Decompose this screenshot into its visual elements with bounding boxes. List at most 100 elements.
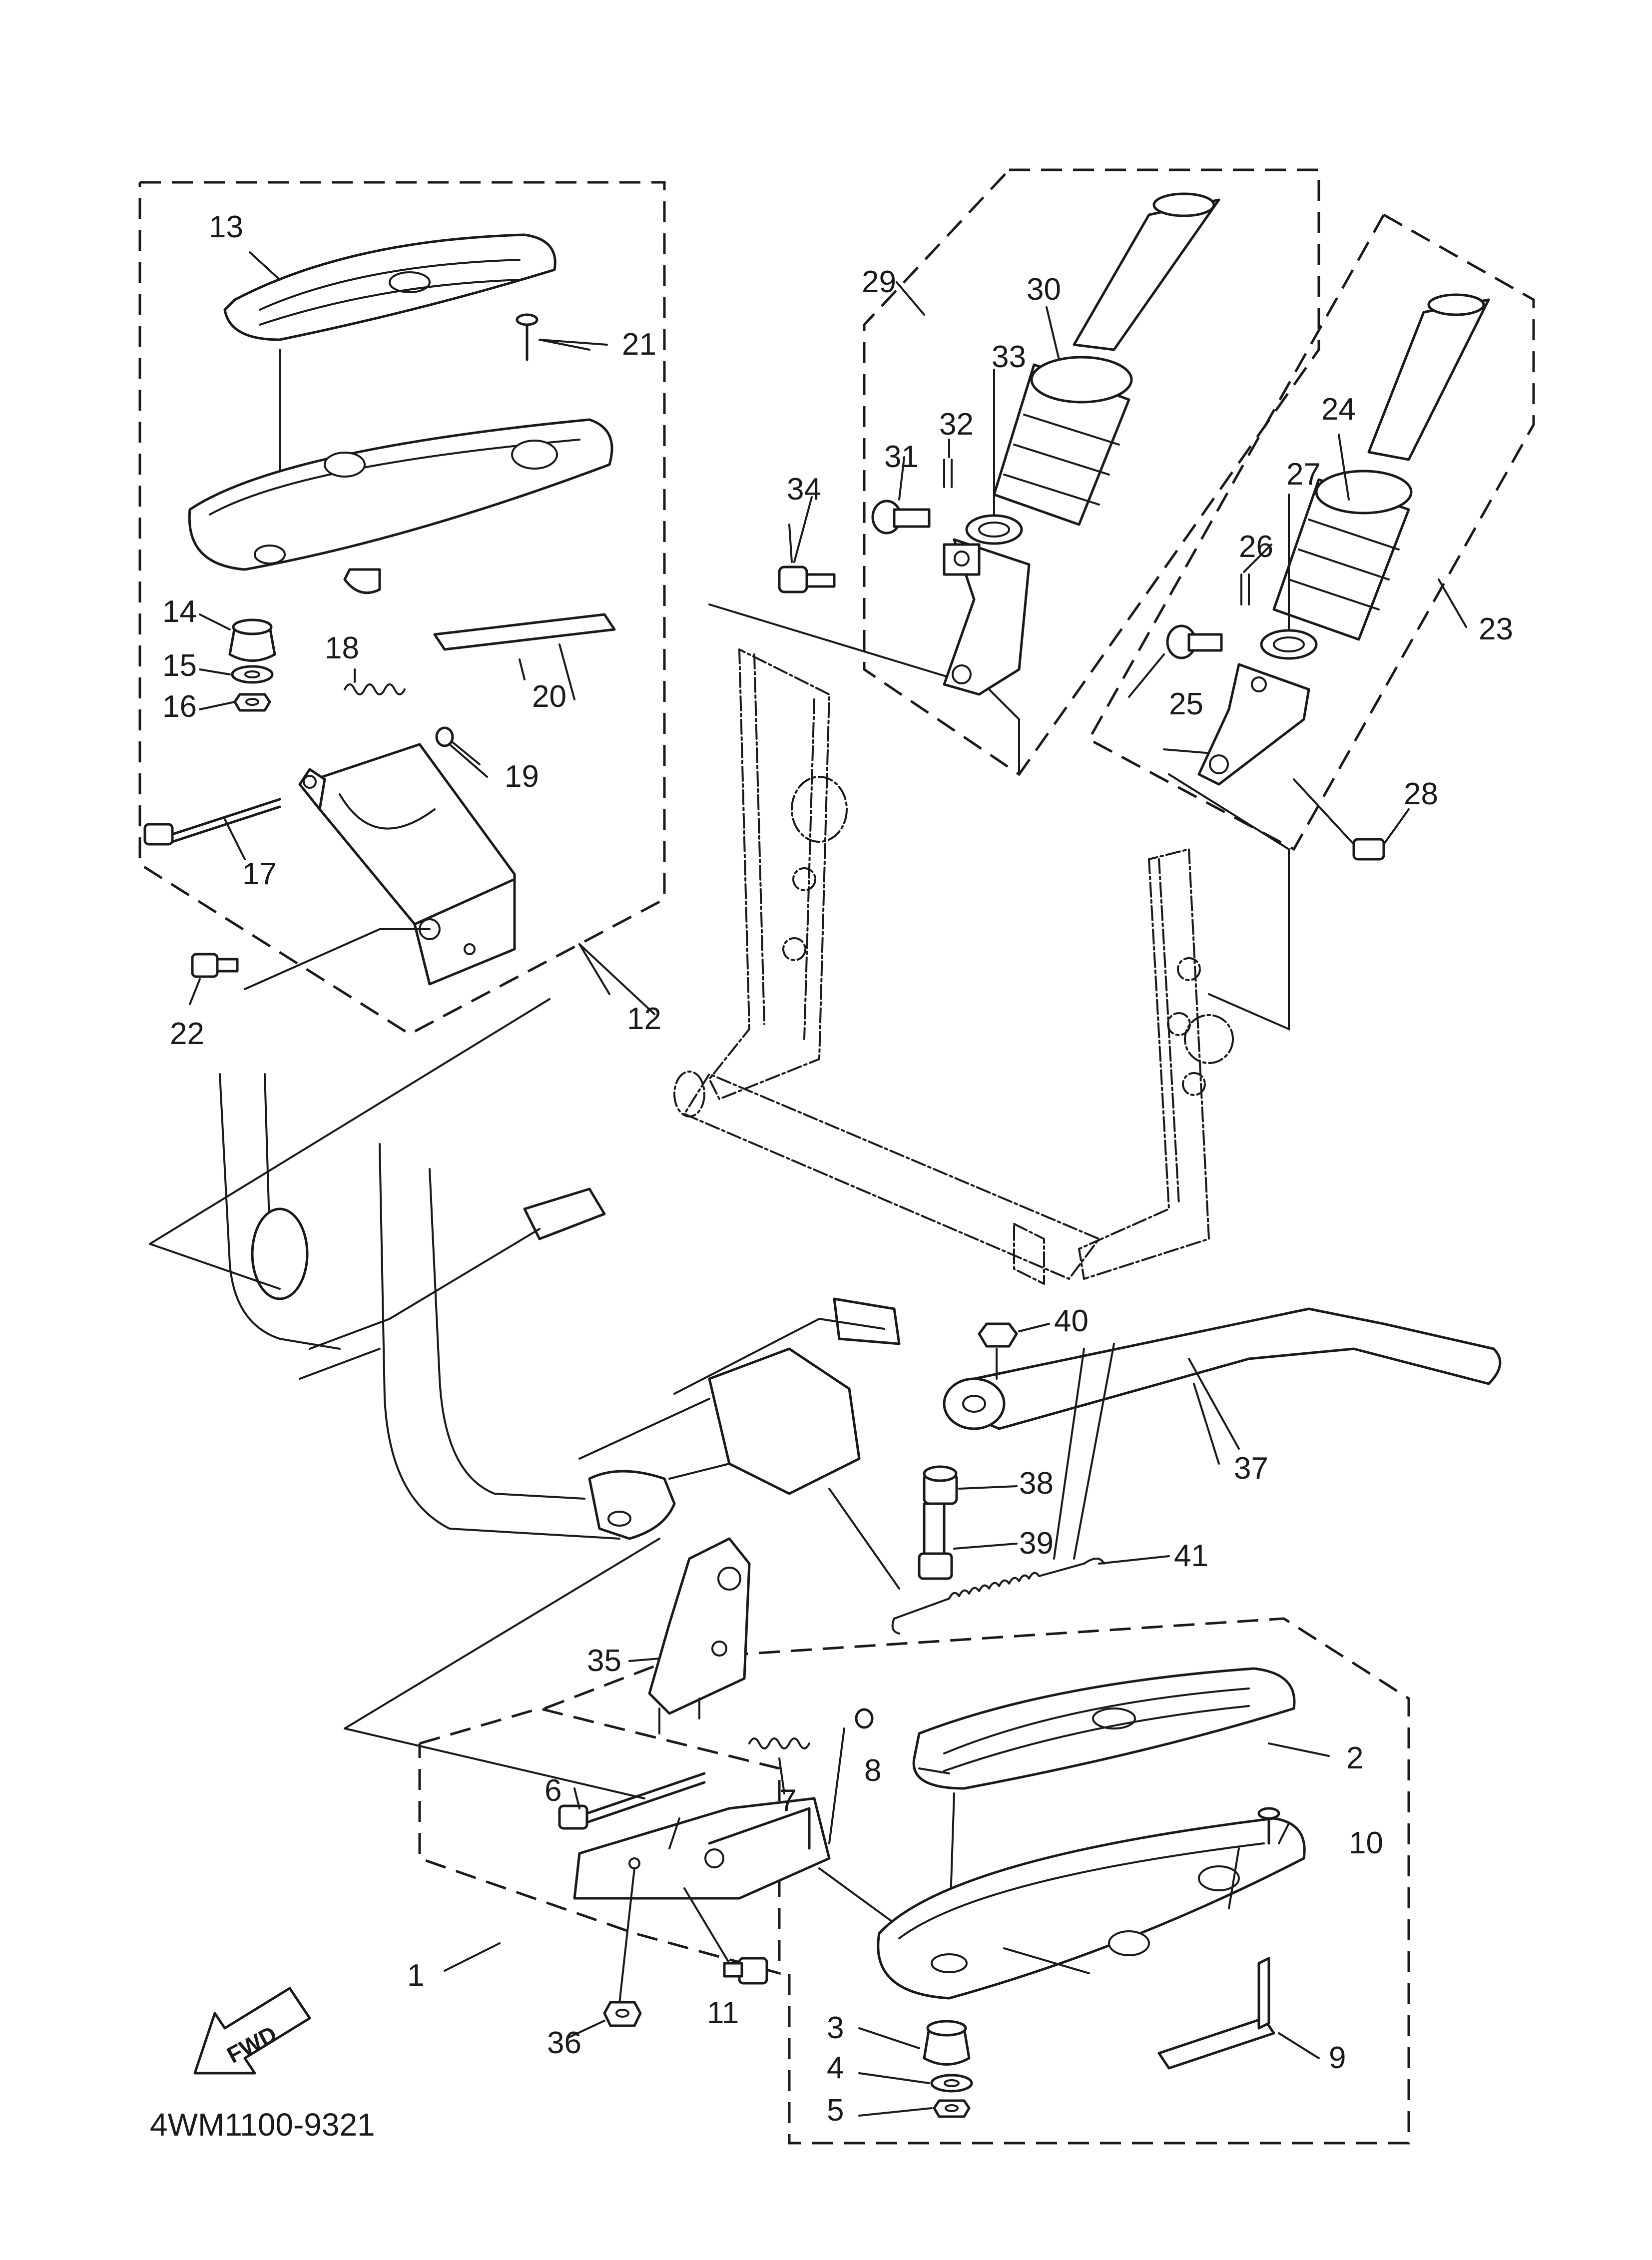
callout-leader-line <box>858 2107 933 2117</box>
callout-12: 12 <box>627 1002 661 1036</box>
bolt-6 <box>558 1772 706 1830</box>
nut-36 <box>603 2001 642 2027</box>
callout-37: 37 <box>1234 1451 1268 1486</box>
footrest-peg-30 <box>993 192 1220 526</box>
bolt-34 <box>778 524 836 593</box>
callout-30: 30 <box>1027 272 1061 307</box>
callout-leader-line <box>539 339 608 346</box>
washer-15 <box>231 665 274 684</box>
callout-27: 27 <box>1286 457 1321 492</box>
spring-7 <box>748 1737 810 1749</box>
callout-leader-line <box>918 1767 950 1774</box>
washer-4 <box>930 2074 973 2093</box>
callout-3: 3 <box>827 2011 844 2045</box>
bolt-22 <box>189 928 431 1005</box>
footboard-base <box>877 1817 1306 2000</box>
callout-leader-line <box>958 1485 1018 1490</box>
damper-14 <box>228 618 276 662</box>
callout-leader-line <box>778 1757 785 1794</box>
footboard-cover-13 <box>223 233 556 561</box>
plate-20 <box>433 613 616 680</box>
bushing-33 <box>965 369 1023 545</box>
callout-4: 4 <box>827 2051 844 2085</box>
callout-5: 5 <box>827 2093 844 2128</box>
callout-21: 21 <box>622 327 656 362</box>
callout-8: 8 <box>864 1753 881 1788</box>
callout-35: 35 <box>587 1644 621 1678</box>
callout-28: 28 <box>1404 777 1438 811</box>
callout-leader-line <box>578 943 655 1015</box>
screw-10 <box>1257 1807 1280 1845</box>
pin-31 <box>871 500 931 535</box>
bushing-27 <box>1260 494 1318 660</box>
callout-13: 13 <box>209 210 243 244</box>
bracket-23 <box>1197 663 1310 786</box>
callout-20: 20 <box>532 679 566 714</box>
callout-31: 31 <box>884 440 919 474</box>
sidestand-37 <box>943 1307 1502 1560</box>
callout-33: 33 <box>992 340 1026 374</box>
footboard-14-base <box>188 418 613 594</box>
callout-29: 29 <box>862 265 896 299</box>
diagram-id-label: 4WM1100-9321 <box>150 2107 375 2143</box>
cotter-pin-32 <box>943 439 953 488</box>
callout-25: 25 <box>1169 687 1203 721</box>
callout-leader-line <box>1193 1383 1220 1465</box>
callout-9: 9 <box>1329 2041 1346 2075</box>
group-box-12 <box>138 181 666 1036</box>
callout-leader-line <box>628 1658 660 1662</box>
callout-leader-line <box>199 613 231 630</box>
callout-19: 19 <box>505 759 539 794</box>
callout-36: 36 <box>547 2026 581 2060</box>
nut-40 <box>978 1322 1018 1380</box>
bolt-28 <box>1293 778 1410 861</box>
callout-leader-line <box>249 251 281 281</box>
frame-leaders <box>149 603 1290 1799</box>
callout-leader-line <box>1128 653 1165 698</box>
callout-34: 34 <box>787 472 821 507</box>
cotter-pin-26 <box>1240 573 1250 605</box>
footrest-peg-24 <box>1272 293 1490 641</box>
callout-leader-line <box>558 643 575 700</box>
plate-9 <box>1157 1957 1275 2070</box>
callout-18: 18 <box>325 631 359 665</box>
callout-leader-line <box>896 281 925 316</box>
callout-leader-line <box>1098 1555 1170 1565</box>
nut-16 <box>233 693 271 712</box>
pin-25 <box>1166 624 1223 659</box>
callout-leader-line <box>1438 578 1467 628</box>
group-box-23 <box>1087 213 1535 851</box>
callout-leader-line <box>566 2020 605 2039</box>
bolt-39 <box>918 1502 953 1580</box>
callout-6: 6 <box>545 1773 561 1808</box>
callout-14: 14 <box>162 594 197 629</box>
bracket-35 <box>648 1537 751 1734</box>
callout-1: 1 <box>407 1958 424 1993</box>
collar-38 <box>923 1465 958 1505</box>
callout-leader-line <box>1278 2032 1320 2059</box>
group-box-1 <box>418 1707 781 1975</box>
screw-21 <box>516 313 590 361</box>
fwd-arrow-icon: FWD <box>193 1987 311 2075</box>
callout-16: 16 <box>162 689 197 724</box>
bolt-11 <box>723 1957 768 1985</box>
callout-leader-line <box>1046 306 1060 361</box>
callout-leader-line <box>444 1942 501 1972</box>
nut-5 <box>933 2099 971 2118</box>
callout-23: 23 <box>1479 612 1513 646</box>
spring-18 <box>344 668 406 695</box>
callout-7: 7 <box>779 1783 796 1818</box>
callout-2: 2 <box>1346 1741 1363 1775</box>
callout-22: 22 <box>170 1017 204 1051</box>
callout-11: 11 <box>707 1996 739 2030</box>
bracket-29 <box>943 538 1031 696</box>
callout-38: 38 <box>1019 1466 1054 1501</box>
callout-leader-line <box>449 743 488 778</box>
bracket-12 <box>298 743 610 995</box>
callout-leader-line <box>953 1543 1018 1550</box>
callout-10: 10 <box>1349 1826 1383 1860</box>
callout-32: 32 <box>939 407 974 442</box>
callout-leader-line <box>199 668 231 675</box>
frame-front-section <box>219 1073 901 1540</box>
